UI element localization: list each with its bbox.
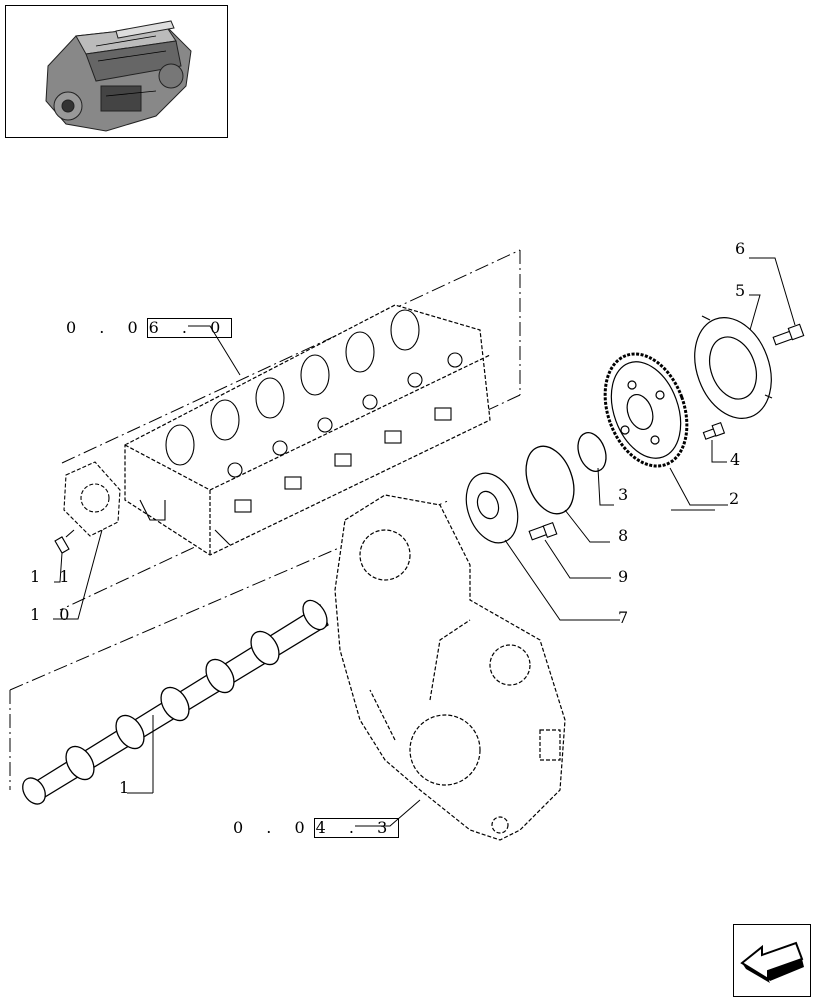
- callout-1: 1: [119, 778, 139, 797]
- reference-prefix: 0 . 0: [233, 818, 314, 837]
- callout-3: 3: [618, 485, 638, 504]
- screw-4: [702, 421, 726, 440]
- callout-11: 1 1: [30, 567, 77, 586]
- engine-thumbnail: [5, 5, 228, 138]
- o-ring: [577, 432, 607, 472]
- leader-lines: [53, 257, 796, 827]
- callout-4: 4: [730, 450, 750, 469]
- callout-5: 5: [735, 281, 755, 300]
- callout-7: 7: [618, 608, 638, 627]
- camshaft-gear: [603, 352, 689, 468]
- cover-plate: [63, 461, 121, 537]
- screw-6: [772, 323, 805, 346]
- engine-thumbnail-icon: [45, 20, 192, 132]
- gear-case: [334, 494, 566, 841]
- camshaft: [22, 599, 329, 805]
- callout-8: 8: [618, 526, 638, 545]
- screw-9: [528, 521, 558, 541]
- hub: [465, 472, 519, 544]
- cylinder-head-detail: [139, 309, 463, 546]
- sealing-ring: [525, 445, 575, 515]
- callout-10: 1 0: [30, 605, 77, 624]
- callout-2: 2: [729, 489, 749, 508]
- reference-boxed: 6 . 0: [146, 318, 233, 338]
- screw-11: [54, 529, 75, 554]
- gear-cover-plate: [694, 315, 773, 419]
- reference-boxed: 4 . 3: [313, 818, 400, 838]
- next-page-arrow-icon: [740, 941, 804, 983]
- callout-9: 9: [618, 567, 638, 586]
- next-page-button[interactable]: [733, 924, 811, 997]
- cylinder-head: [124, 304, 491, 556]
- callout-6: 6: [735, 239, 755, 258]
- reference-prefix: 0 . 0: [66, 318, 147, 337]
